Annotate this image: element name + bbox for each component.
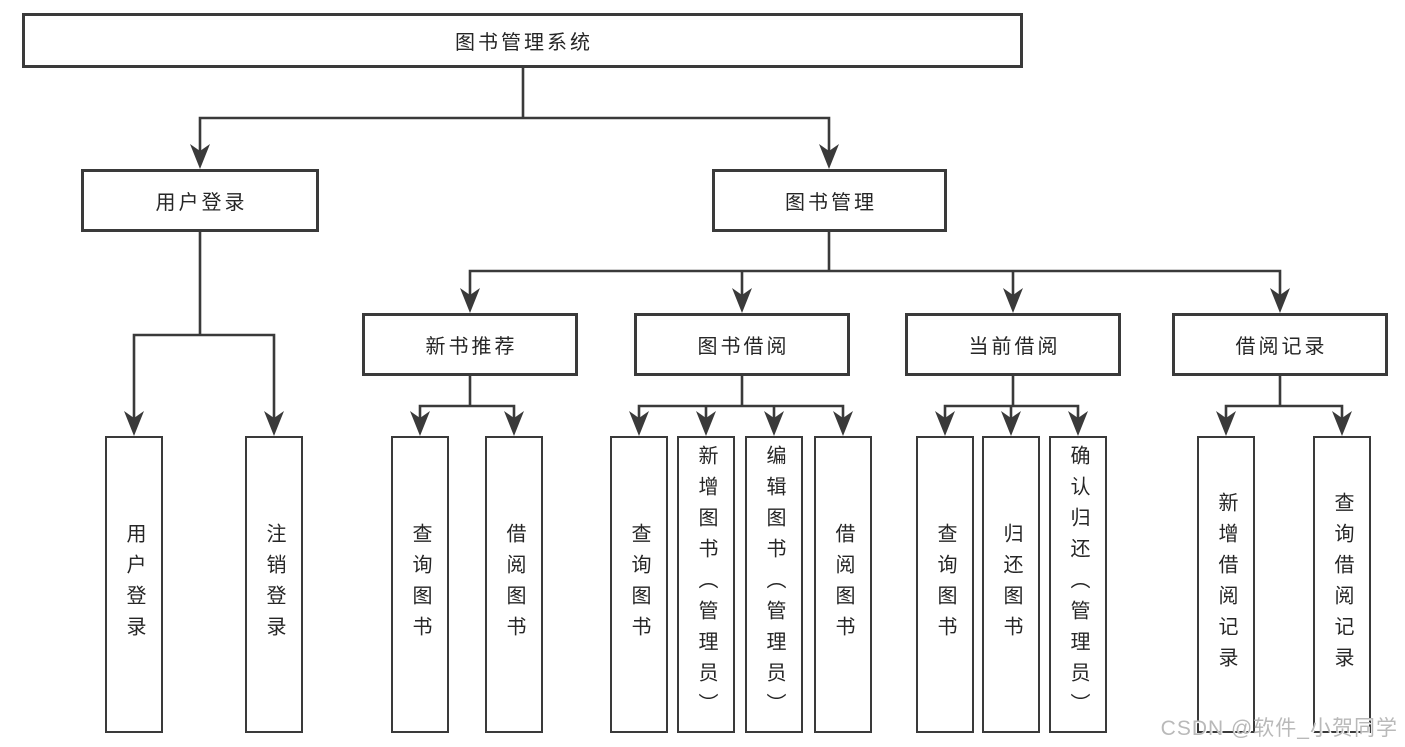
csdn-watermark: CSDN @软件_小贺同学	[1160, 717, 1398, 740]
leaf-add-book-admin: 新增图书（管理员）	[677, 436, 735, 733]
leaf-user-login: 用户登录	[105, 436, 163, 733]
node-borrowing-records: 借阅记录	[1172, 313, 1388, 376]
node-book-management: 图书管理	[712, 169, 947, 232]
leaf-edit-book-admin: 编辑图书（管理员）	[745, 436, 803, 733]
leaf-confirm-return-admin: 确认归还（管理员）	[1049, 436, 1107, 733]
node-new-book-recommendation: 新书推荐	[362, 313, 578, 376]
node-library-management-system: 图书管理系统	[22, 13, 1023, 68]
leaf-add-borrow-record: 新增借阅记录	[1197, 436, 1255, 733]
leaf-borrow-books-recommend: 借阅图书	[485, 436, 543, 733]
leaf-query-books-borrow: 查询图书	[610, 436, 668, 733]
leaf-query-books-current: 查询图书	[916, 436, 974, 733]
leaf-borrow-books: 借阅图书	[814, 436, 872, 733]
leaf-query-books-recommend: 查询图书	[391, 436, 449, 733]
leaf-return-book: 归还图书	[982, 436, 1040, 733]
leaf-logout: 注销登录	[245, 436, 303, 733]
node-book-borrowing: 图书借阅	[634, 313, 850, 376]
leaf-query-borrow-record: 查询借阅记录	[1313, 436, 1371, 733]
node-user-login: 用户登录	[81, 169, 319, 232]
node-current-borrowing: 当前借阅	[905, 313, 1121, 376]
